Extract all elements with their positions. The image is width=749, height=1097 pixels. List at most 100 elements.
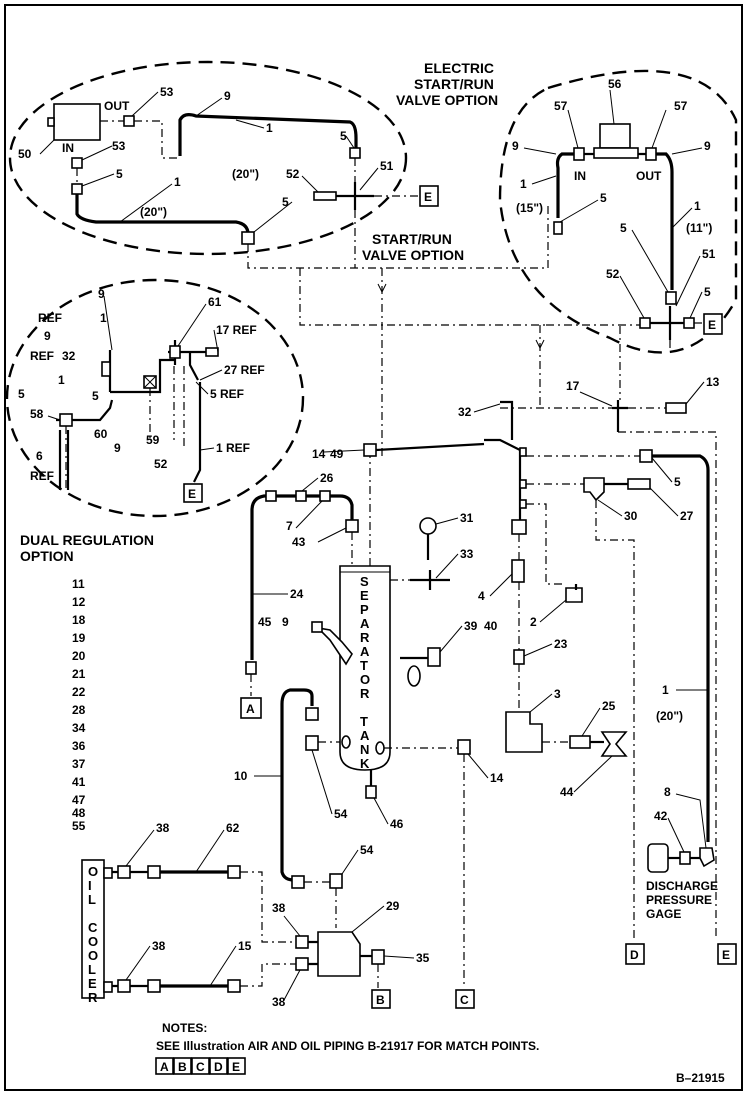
dual-regulation: E — [56, 340, 219, 503]
fitting-43 — [345, 519, 359, 533]
svg-text:(20"): (20") — [656, 709, 683, 723]
match-label: B — [376, 993, 385, 1007]
svg-text:46: 46 — [390, 817, 404, 831]
cooler-label: O I L C O O L E R — [88, 864, 98, 1005]
svg-text:(11"): (11") — [686, 221, 712, 235]
match-e-dual — [183, 483, 203, 503]
tee-33 — [410, 570, 450, 590]
svg-text:59: 59 — [146, 433, 160, 447]
match-label: A — [246, 702, 255, 716]
svg-text:26: 26 — [320, 471, 334, 485]
svg-text:A: A — [360, 644, 370, 659]
svg-text:52: 52 — [154, 457, 168, 471]
hose-24 — [250, 494, 354, 660]
thermostat-29 — [317, 931, 361, 977]
svg-text:8: 8 — [664, 785, 671, 799]
fitting-5-left — [71, 183, 83, 195]
fitting-14-49 — [363, 443, 377, 457]
line-60 — [56, 399, 114, 422]
svg-text:O: O — [88, 948, 98, 963]
svg-text:O: O — [360, 672, 370, 687]
svg-text:52: 52 — [286, 167, 300, 181]
hose-1-20 — [652, 454, 710, 842]
fitting-5-bottom — [241, 231, 255, 245]
match-a — [240, 697, 262, 719]
svg-text:D: D — [214, 1060, 223, 1074]
svg-text:30: 30 — [624, 509, 638, 523]
svg-text:1: 1 — [174, 175, 181, 189]
fitting-5-e2 — [665, 291, 677, 305]
hose-1-11 — [656, 152, 674, 290]
svg-text:I: I — [88, 878, 92, 893]
fitting-57-out — [645, 147, 657, 161]
drawing-frame — [4, 4, 743, 1091]
svg-text:O: O — [88, 864, 98, 879]
svg-text:IN: IN — [574, 169, 586, 183]
svg-text:15: 15 — [238, 939, 252, 953]
fitting-25 — [569, 735, 591, 749]
svg-text:10: 10 — [234, 769, 248, 783]
svg-text:(20"): (20") — [140, 205, 167, 219]
dual-part: 34 — [72, 721, 86, 735]
svg-text:9: 9 — [282, 615, 289, 629]
svg-text:45: 45 — [258, 615, 272, 629]
svg-text:29: 29 — [386, 899, 400, 913]
fitting-54b — [329, 873, 343, 889]
dual-part: 48 — [72, 806, 86, 820]
svg-text:REF: REF — [38, 311, 62, 325]
svg-text:53: 53 — [112, 139, 126, 153]
svg-text:27 REF: 27 REF — [224, 363, 265, 377]
dual-title-1: DUAL REGULATION — [20, 532, 154, 548]
dual-part: 37 — [72, 757, 86, 771]
svg-text:K: K — [360, 756, 370, 771]
fitting-10-bottom — [291, 875, 305, 889]
svg-text:51: 51 — [380, 159, 394, 173]
fitting-53-in — [71, 157, 83, 169]
svg-text:6: 6 — [36, 449, 43, 463]
dual-part: 20 — [72, 649, 86, 663]
gage-title-3: GAGE — [646, 907, 681, 921]
leader-lines — [39, 89, 708, 1001]
svg-text:53: 53 — [160, 85, 174, 99]
fitting-a — [245, 661, 257, 675]
match-label: E — [188, 487, 196, 501]
valve-body — [593, 147, 639, 159]
oil-filter-3 — [505, 711, 543, 753]
gauge-31 — [419, 517, 437, 535]
svg-text:38: 38 — [152, 939, 166, 953]
fitting-54a — [305, 735, 319, 751]
svg-text:L: L — [88, 962, 96, 977]
svg-text:R: R — [360, 686, 370, 701]
match-point-legend: A B C D E — [155, 1057, 246, 1075]
fitting-8 — [699, 847, 715, 868]
fitting-52 — [313, 191, 337, 201]
fitting-10-top — [305, 707, 319, 721]
svg-text:C: C — [196, 1060, 205, 1074]
svg-text:24: 24 — [290, 587, 304, 601]
svg-text:44: 44 — [560, 785, 574, 799]
fitting-5-main — [639, 449, 653, 463]
dual-part: 19 — [72, 631, 86, 645]
svg-text:14: 14 — [312, 447, 326, 461]
match-b — [371, 989, 391, 1009]
fitting-38d — [117, 979, 131, 993]
tank-label: S E P A R A T O R T A N K — [360, 574, 370, 771]
svg-text:56: 56 — [608, 77, 622, 91]
svg-text:32: 32 — [62, 349, 76, 363]
svg-text:T: T — [360, 714, 368, 729]
svg-text:9: 9 — [512, 139, 519, 153]
valve-45 — [315, 626, 353, 666]
svg-text:1: 1 — [694, 199, 701, 213]
svg-text:5: 5 — [92, 389, 99, 403]
svg-text:5: 5 — [340, 129, 347, 143]
svg-text:OUT: OUT — [636, 169, 662, 183]
match-e-startrun — [419, 185, 439, 207]
svg-text:9: 9 — [224, 89, 231, 103]
svg-text:1 REF: 1 REF — [216, 441, 250, 455]
fitting-26 — [295, 490, 307, 502]
fitting-4-top — [511, 519, 527, 535]
svg-text:REF: REF — [30, 349, 54, 363]
svg-text:N: N — [360, 742, 369, 757]
start-run-option — [47, 103, 549, 458]
svg-text:(20"): (20") — [232, 167, 259, 181]
